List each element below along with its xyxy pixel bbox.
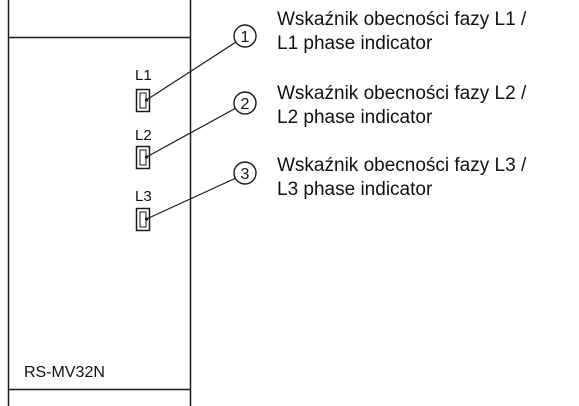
callout-label-3-en: L3 phase indicator [277, 179, 433, 200]
indicator-tag-l1: L1 [135, 67, 152, 84]
callout-label-2: Wskaźnik obecności fazy L2 / L2 phase in… [277, 82, 526, 130]
model-label: RS-MV32N [24, 364, 105, 381]
callout-circle-1 [233, 24, 257, 48]
leader-line-1 [146, 41, 237, 101]
callout-label-3-pl: Wskaźnik obecności fazy L3 / [277, 155, 527, 176]
callout-circle-3 [233, 161, 257, 185]
callout-number-1: 1 [241, 29, 250, 46]
indicator-tag-l2: L2 [135, 127, 152, 144]
callout-label-1: Wskaźnik obecności fazy L1 / L1 phase in… [277, 8, 526, 56]
callout-label-2-en: L2 phase indicator [277, 107, 433, 128]
leader-line-2 [146, 107, 237, 158]
indicator-l1: L1 1 [135, 24, 257, 113]
callout-number-3: 3 [241, 166, 250, 183]
callout-label-1-en: L1 phase indicator [277, 33, 433, 54]
indicator-l3: L3 3 [135, 161, 257, 232]
indicator-tag-l3: L3 [135, 188, 152, 205]
leader-line-3 [146, 177, 237, 220]
callout-label-3: Wskaźnik obecności fazy L3 / L3 phase in… [277, 154, 526, 202]
callout-label-1-pl: Wskaźnik obecności fazy L1 / [277, 9, 527, 30]
callout-label-2-pl: Wskaźnik obecności fazy L2 / [277, 83, 527, 104]
callout-number-2: 2 [241, 96, 250, 113]
device-enclosure: RS-MV32N [7, 0, 192, 406]
callout-circle-2 [233, 91, 257, 115]
indicator-l2: L2 2 [135, 91, 257, 170]
